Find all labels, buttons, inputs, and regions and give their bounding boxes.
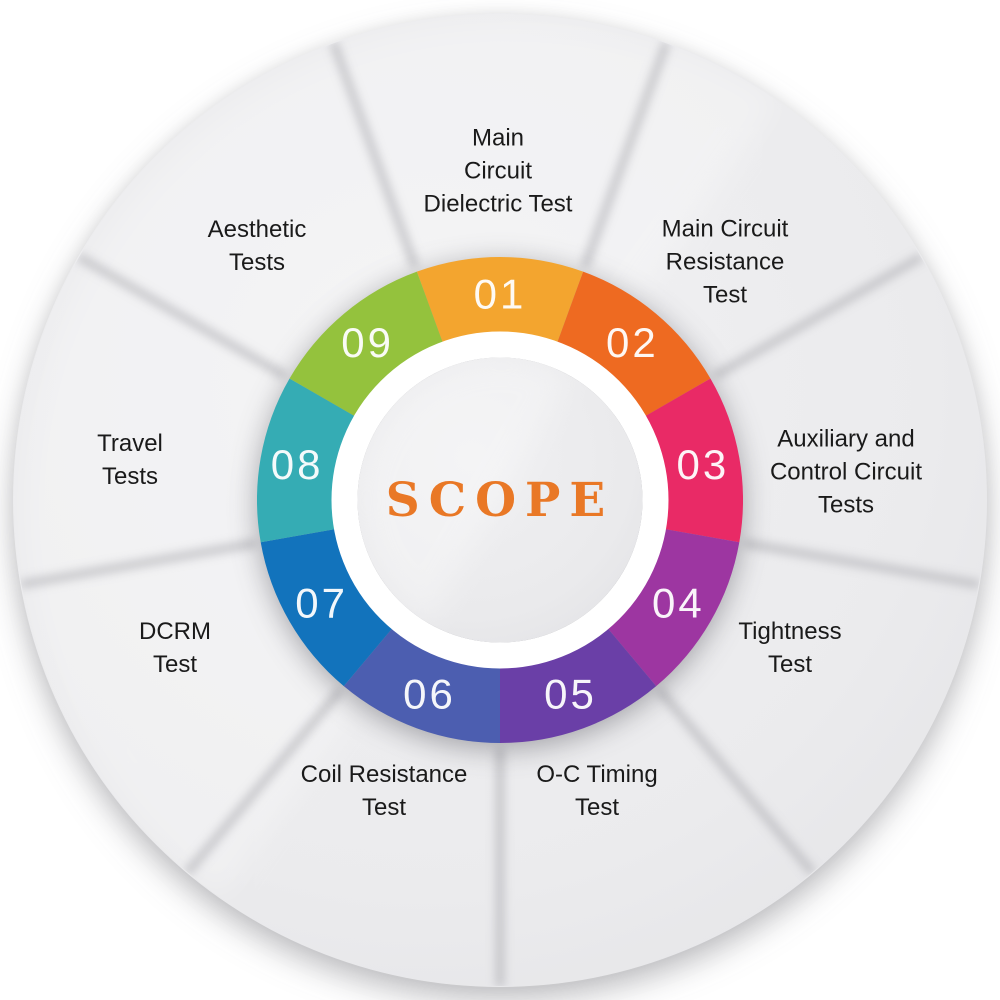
- label-coil-resistance-test: Coil Resistance Test: [300, 761, 468, 821]
- segment-number-01: 01: [474, 271, 527, 318]
- segment-number-09: 09: [341, 319, 394, 366]
- segment-number-02: 02: [606, 319, 659, 366]
- label-auxiliary-and-control-circuit-tests: Auxiliary and Control Circuit Tests: [769, 425, 923, 519]
- label-main-circuit-resistance-test: Main Circuit Resistance Test: [661, 215, 789, 309]
- petal-crease: [185, 688, 343, 875]
- petal-crease: [330, 41, 419, 268]
- petal-creases: [19, 41, 981, 986]
- ring-numbers: 01 02 03 04 05 06 07 08 09: [271, 271, 730, 718]
- label-tightness-test: Tightness Test: [738, 618, 842, 678]
- center-sheen: [358, 358, 572, 624]
- segment-number-05: 05: [544, 670, 597, 717]
- petal-crease: [77, 254, 287, 379]
- segment-arc-09: [289, 271, 452, 429]
- petal-crease: [657, 688, 815, 875]
- inner-white-ring: [331, 331, 669, 669]
- label-aesthetic-tests: Aesthetic Tests: [207, 216, 307, 276]
- segment-number-04: 04: [652, 580, 705, 627]
- segment-number-06: 06: [403, 670, 456, 717]
- petal-crease: [581, 41, 670, 268]
- petal-crease: [19, 539, 257, 589]
- segment-number-08: 08: [271, 441, 324, 488]
- petal-crease: [713, 254, 923, 379]
- label-travel-tests: Travel Tests: [97, 430, 163, 490]
- label-dcrm-test: DCRM Test: [139, 618, 211, 678]
- label-main-circuit-dielectric-test: Main Circuit Dielectric Test: [423, 124, 573, 218]
- label-oc-timing-test: O-C Timing Test: [536, 761, 658, 821]
- segment-number-03: 03: [677, 441, 730, 488]
- ring-group: SCOPE 01 02 03 04 05 06 07 08 09: [257, 257, 743, 743]
- segment-arc-02: [548, 271, 711, 429]
- segment-number-07: 07: [295, 580, 348, 627]
- center-title: SCOPE: [386, 473, 614, 528]
- petal-crease: [743, 539, 981, 589]
